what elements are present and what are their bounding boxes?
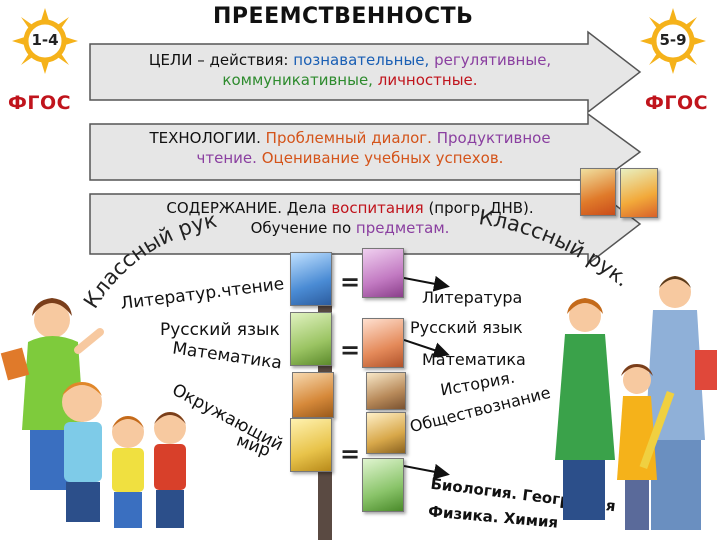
content-text: СОДЕРЖАНИЕ. Дела воспитания (прогр. ДНВ)… — [100, 198, 600, 238]
technologies-text: ТЕХНОЛОГИИ. Проблемный диалог. Продуктив… — [100, 128, 600, 168]
literature-book-icon — [362, 248, 404, 298]
history-book-icon — [366, 372, 406, 410]
russian-book-icon — [290, 312, 332, 366]
textbook-cover-icon — [620, 168, 658, 218]
technologies-prefix: ТЕХНОЛОГИИ. — [149, 129, 261, 147]
secondary-teachers-and-pupils-illustration-icon — [555, 276, 717, 530]
content-upbringing: воспитания — [331, 199, 424, 217]
technologies-assessment: Оценивание учебных успехов. — [261, 149, 504, 167]
content-prefix: СОДЕРЖАНИЕ. Дела — [166, 199, 327, 217]
content-learning: Обучение по — [250, 219, 352, 237]
primary-teacher-and-pupils-illustration-icon — [0, 298, 186, 528]
textbook-cover-icon — [580, 168, 616, 216]
russian-book-icon — [362, 318, 404, 368]
class-teacher-right-label: Классный рук. — [477, 206, 634, 292]
math-book-icon — [292, 372, 334, 418]
left-fgos-label: ФГОС — [8, 92, 72, 114]
social-studies-book-icon — [366, 412, 406, 454]
goals-communicative: коммуникативные, — [222, 71, 373, 89]
equals-sign: = — [340, 440, 361, 468]
right-fgos-label: ФГОС — [645, 92, 709, 114]
world-book-icon — [290, 418, 332, 472]
biology-book-icon — [362, 458, 404, 512]
technologies-problem-dialog: Проблемный диалог. — [265, 129, 432, 147]
goals-prefix: ЦЕЛИ – действия: — [148, 51, 289, 69]
left-grades-label: 1-4 — [31, 31, 59, 49]
equals-sign: = — [340, 336, 361, 364]
goals-arrow — [89, 30, 642, 114]
content-program: (прогр. ДНВ). — [428, 199, 534, 217]
sun-badge-left-icon — [12, 8, 78, 74]
secondary-subject-russian: Русский язык — [410, 318, 523, 337]
class-teacher-left-label: Классный рук. — [80, 212, 219, 313]
goals-personal: личностные. — [377, 71, 478, 89]
right-grades-label: 5-9 — [659, 31, 687, 49]
secondary-subject-physics-chemistry: Физика. Химия — [427, 502, 559, 532]
goals-cognitive: познавательные, — [293, 51, 430, 69]
literary-reading-book-icon — [290, 252, 332, 306]
equals-sign: = — [340, 268, 361, 296]
sun-badge-right-icon — [640, 8, 706, 74]
subject-arrows — [404, 275, 450, 480]
goals-regulatory: регулятивные, — [434, 51, 552, 69]
technologies-reading: чтение. — [196, 149, 257, 167]
page-title: ПРЕЕМСТВЕННОСТЬ — [213, 4, 474, 29]
primary-subject-russian: Русский язык — [160, 320, 280, 340]
secondary-subject-literature: Литература — [422, 288, 523, 307]
secondary-subject-math: Математика — [422, 350, 526, 369]
goals-text: ЦЕЛИ – действия: познавательные, регулят… — [100, 50, 600, 90]
content-subjects-word: предметам. — [355, 219, 450, 237]
technologies-productive: Продуктивное — [436, 129, 551, 147]
